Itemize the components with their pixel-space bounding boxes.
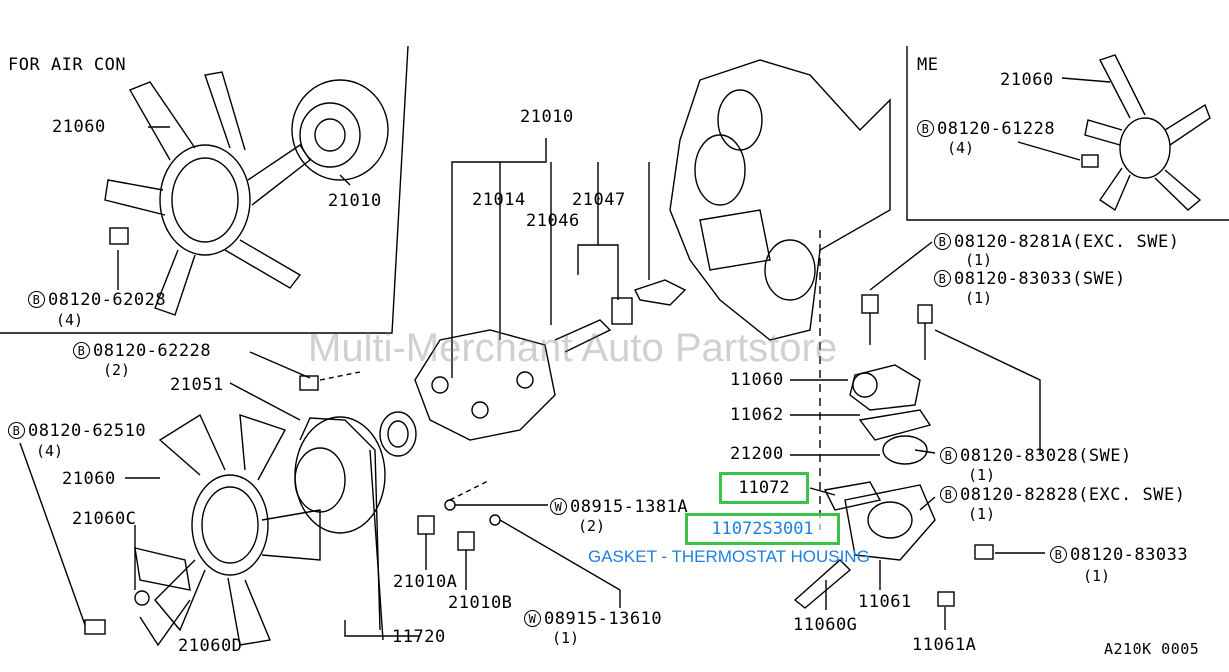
fan-inset-left bbox=[104, 71, 311, 316]
washer-qty: (1) bbox=[552, 629, 580, 647]
bolt-qty: (1) bbox=[968, 505, 996, 523]
thermostat-assembly bbox=[793, 364, 936, 609]
part-label: 21010B bbox=[448, 593, 513, 613]
inset-title-right: ME bbox=[917, 55, 939, 75]
highlighted-part-label: 11072 bbox=[738, 478, 790, 498]
fan-clutch-inset bbox=[291, 79, 389, 181]
inset-right-frame bbox=[906, 46, 1229, 221]
part-label: 21060 bbox=[52, 117, 106, 137]
part-description: GASKET - THERMOSTAT HOUSING bbox=[588, 547, 870, 566]
bolt-symbol-icon: B bbox=[28, 291, 45, 308]
part-label: 11060 bbox=[730, 370, 784, 390]
part-label: 21060 bbox=[1000, 70, 1054, 90]
part-label: 11060G bbox=[793, 615, 858, 635]
seal-ring bbox=[379, 411, 417, 457]
bolt-qty: (1) bbox=[968, 466, 996, 484]
part-label: 21014 bbox=[472, 190, 526, 210]
part-label: 21060C bbox=[72, 509, 137, 529]
bolt-symbol-icon: B bbox=[940, 486, 957, 503]
bolt-symbol-icon: B bbox=[940, 447, 957, 464]
water-pump bbox=[414, 279, 687, 441]
bolt-qty: (4) bbox=[36, 442, 64, 460]
part-label: 21047 bbox=[572, 190, 626, 210]
part-label: 21046 bbox=[526, 211, 580, 231]
part-label: 11061 bbox=[858, 592, 912, 612]
part-number-link[interactable]: 11072S3001 bbox=[685, 513, 840, 545]
part-label: 21010A bbox=[393, 572, 458, 592]
diagram-code: A210K 0005 bbox=[1104, 640, 1200, 658]
part-label: 11720 bbox=[392, 627, 446, 647]
bolt-qty: (2) bbox=[103, 361, 131, 379]
main-fan bbox=[154, 413, 321, 646]
bolt-symbol-icon: B bbox=[8, 422, 25, 439]
bolt-qty: (1) bbox=[965, 289, 993, 307]
bolt-qty: (1) bbox=[1083, 567, 1111, 585]
bolt-symbol-icon: B bbox=[1050, 546, 1067, 563]
part-label: 11062 bbox=[730, 405, 784, 425]
part-label: 21010 bbox=[328, 191, 382, 211]
part-number-text: 11072S3001 bbox=[711, 519, 814, 539]
highlighted-part-link[interactable]: 11072 bbox=[719, 472, 809, 504]
bolt-symbol-icon: B bbox=[73, 342, 90, 359]
fan-pulley bbox=[294, 416, 386, 641]
bolt-symbol-icon: B bbox=[934, 270, 951, 287]
part-label: 21051 bbox=[170, 375, 224, 395]
inset-left-frame bbox=[0, 45, 409, 334]
watermark-text: Multi-Merchant Auto Partstore bbox=[308, 326, 838, 370]
engine-block bbox=[669, 59, 891, 341]
bolt-qty: (4) bbox=[56, 311, 84, 329]
washer-symbol-icon: W bbox=[550, 498, 567, 515]
fan-inset-right bbox=[1084, 54, 1211, 212]
bolt-icon bbox=[109, 227, 129, 245]
part-label: 21060D bbox=[178, 636, 243, 656]
bolt-qty: (1) bbox=[965, 251, 993, 269]
part-label: 21200 bbox=[730, 444, 784, 464]
part-label: 21010 bbox=[520, 107, 574, 127]
part-label: 11061A bbox=[912, 635, 977, 655]
bolt-qty: (4) bbox=[947, 139, 975, 157]
part-label: 21060 bbox=[62, 469, 116, 489]
bolt-symbol-icon: B bbox=[917, 120, 934, 137]
washer-symbol-icon: W bbox=[524, 610, 541, 627]
washer-qty: (2) bbox=[578, 517, 606, 535]
inset-title-left: FOR AIR CON bbox=[8, 55, 127, 75]
bolt-symbol-icon: B bbox=[934, 233, 951, 250]
